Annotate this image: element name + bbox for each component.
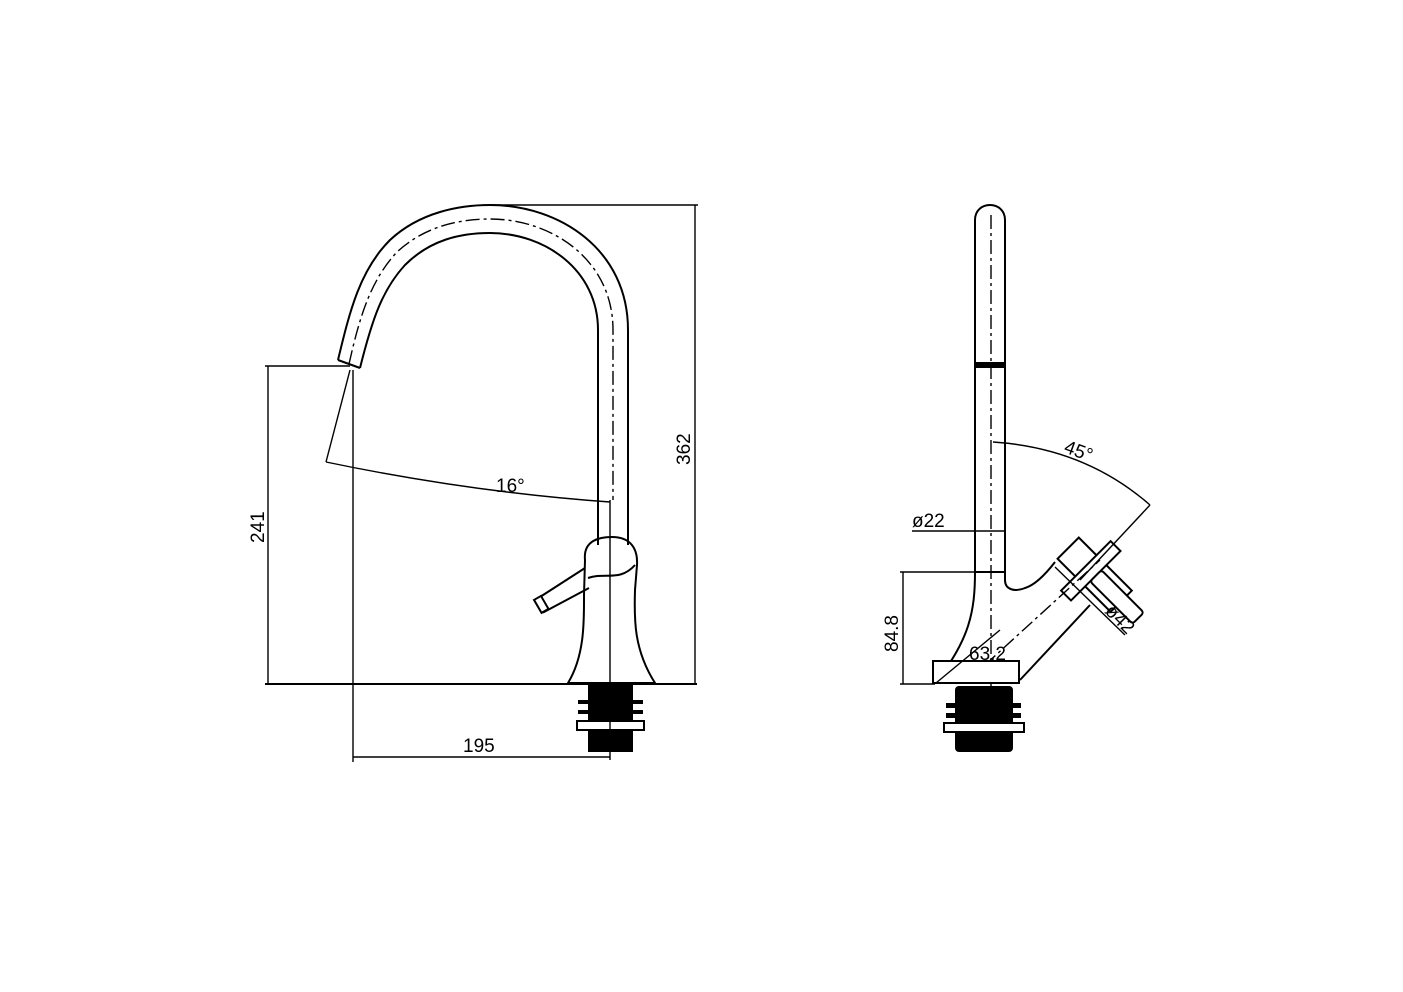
side-handle (1056, 536, 1144, 624)
angle-line (325, 369, 351, 463)
dim-body-height: 84.8 (882, 615, 903, 652)
front-view: 362 241 195 16° (248, 203, 698, 762)
angle-arc (992, 441, 1151, 506)
dim-spout-diameter: ø22 (912, 511, 945, 532)
side-spout (974, 204, 1056, 591)
dim-spout-height: 241 (248, 511, 269, 543)
lever-tip (532, 594, 550, 615)
dim-handle-angle: 45° (1061, 437, 1095, 467)
side-shank (955, 686, 1013, 752)
angle-line (1079, 504, 1151, 581)
side-washer (946, 703, 1021, 708)
side-view: 45° ø22 84.8 63.2 ø42 (882, 204, 1151, 752)
spout-centerline (348, 218, 614, 500)
handle-lower-edge (1019, 604, 1091, 681)
angle-arc (325, 461, 611, 503)
aerator-band (976, 362, 1004, 368)
dim-base-width: 63.2 (969, 644, 1006, 665)
dim-line (1054, 566, 1126, 636)
dim-spout-reach: 195 (463, 736, 495, 757)
dim-spout-angle: 16° (496, 476, 525, 497)
handle-axis (984, 559, 1101, 666)
dim-overall-height: 362 (674, 433, 695, 465)
spout-inner (359, 231, 599, 545)
side-base (932, 660, 1020, 684)
base-diagonal (935, 629, 1001, 684)
side-washer (946, 713, 1021, 718)
spout-outer (337, 203, 629, 545)
side-nut (943, 722, 1025, 733)
lever-cap (587, 564, 636, 579)
body (566, 535, 657, 684)
side-body (934, 220, 976, 684)
